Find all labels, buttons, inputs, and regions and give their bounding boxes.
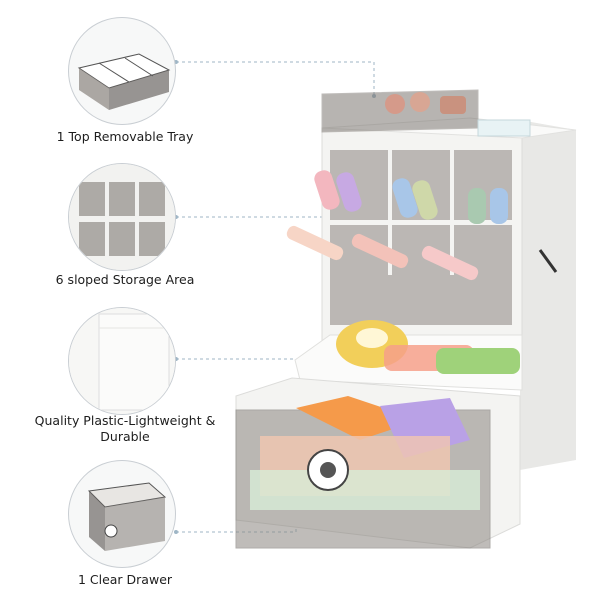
highlighters <box>286 170 508 281</box>
sloped-compartments-icon <box>69 164 175 270</box>
feature-circle-tray <box>68 17 176 125</box>
drawer-icon <box>87 482 167 551</box>
feature-label-tray: 1 Top Removable Tray <box>56 129 194 144</box>
feature-label-storage: 6 sloped Storage Area <box>55 272 195 287</box>
feature-circle-plastic <box>68 307 176 415</box>
top-tray <box>321 89 531 137</box>
feature-label-plastic: Quality Plastic-Lightweight & Durable <box>34 413 216 444</box>
connector-line-tray <box>176 61 375 96</box>
correction-tape-green <box>436 348 520 374</box>
sticky-notes-orange <box>296 396 420 440</box>
sloped-compartments <box>330 150 512 325</box>
feature-label-drawer: 1 Clear Drawer <box>77 572 173 587</box>
feature-circle-storage <box>68 163 176 271</box>
plastic-panel-icon <box>69 308 175 414</box>
clear-drawer <box>235 377 521 549</box>
tray-icon <box>77 53 171 110</box>
feature-circle-drawer <box>68 460 176 568</box>
